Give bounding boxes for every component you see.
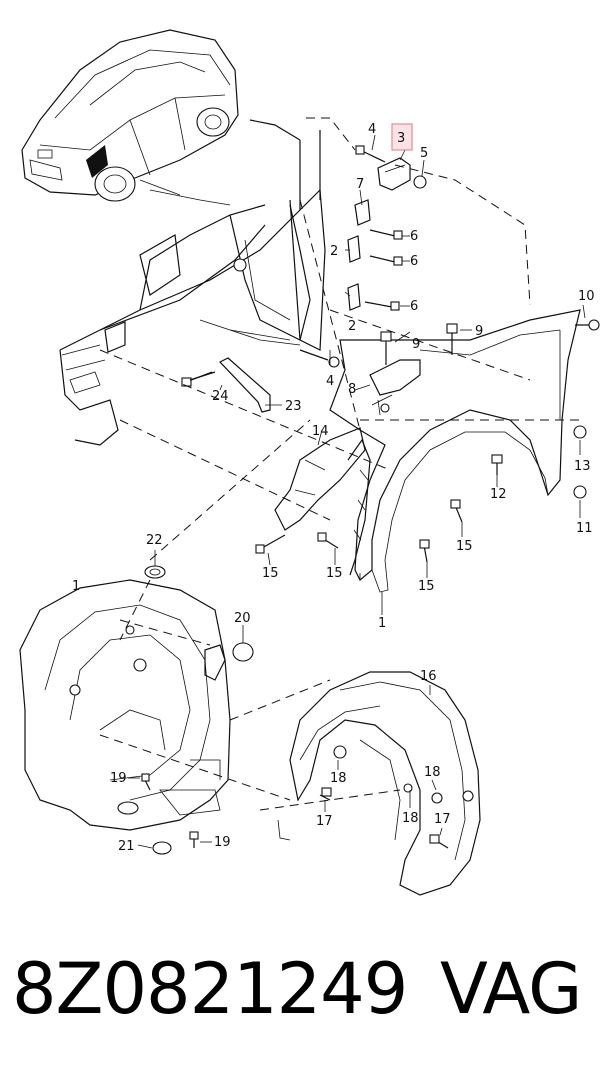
highlight-box — [391, 123, 413, 151]
callout-7: 7 — [356, 177, 364, 192]
bracket-8 — [369, 359, 421, 416]
callout-15a: 15 — [456, 539, 473, 554]
callouts: 4 3 5 7 6 2 6 6 2 9 9 10 4 8 24 23 14 13… — [72, 122, 595, 854]
callout-15d: 15 — [418, 579, 435, 594]
fender-dashed-outline — [99, 117, 580, 561]
callout-8: 8 — [348, 382, 356, 397]
liner-side-14 — [274, 427, 366, 531]
car-thumbnail — [21, 29, 239, 202]
callout-9a: 9 — [412, 337, 420, 352]
callout-2b: 2 — [348, 319, 356, 334]
callout-4b: 4 — [326, 374, 334, 389]
bracket-2 — [347, 199, 371, 311]
part-number: 8Z0821249 — [12, 948, 408, 1030]
callout-10: 10 — [578, 289, 595, 304]
callout-9b: 9 — [475, 324, 483, 339]
callout-5: 5 — [420, 146, 428, 161]
callout-22: 22 — [146, 533, 163, 548]
liner-dashed — [99, 579, 401, 811]
callout-17a: 17 — [316, 814, 333, 829]
callout-15b: 15 — [262, 566, 279, 581]
front-fender — [329, 309, 581, 593]
callout-20: 20 — [234, 611, 251, 626]
callout-18c: 18 — [402, 811, 419, 826]
wheel-arch-liner-16 — [277, 671, 481, 896]
callout-14: 14 — [312, 424, 329, 439]
callout-3: 3 — [397, 131, 405, 146]
callout-1b: 1 — [72, 579, 80, 594]
body-structure — [59, 119, 326, 446]
callout-13: 13 — [574, 459, 591, 474]
callout-15c: 15 — [326, 566, 343, 581]
callout-19b: 19 — [214, 835, 231, 850]
callout-24: 24 — [212, 389, 229, 404]
callout-6c: 6 — [410, 299, 418, 314]
callout-21: 21 — [118, 839, 135, 854]
leader-lines — [128, 134, 586, 849]
callout-6a: 6 — [410, 229, 418, 244]
callout-17b: 17 — [434, 812, 451, 827]
callout-1: 1 — [378, 616, 386, 631]
callout-19a: 19 — [110, 771, 127, 786]
callout-4: 4 — [368, 122, 376, 137]
callout-12: 12 — [490, 487, 507, 502]
callout-16: 16 — [420, 669, 437, 684]
bracket-3 — [377, 157, 411, 191]
callout-2: 2 — [330, 244, 338, 259]
callout-11: 11 — [576, 521, 593, 536]
callout-23: 23 — [285, 399, 302, 414]
bolts — [189, 145, 600, 563]
callout-18b: 18 — [424, 765, 441, 780]
brand-label: VAG — [440, 948, 582, 1030]
callout-6b: 6 — [410, 254, 418, 269]
wheelhouse-assembly — [19, 565, 254, 855]
callout-18a: 18 — [330, 771, 347, 786]
